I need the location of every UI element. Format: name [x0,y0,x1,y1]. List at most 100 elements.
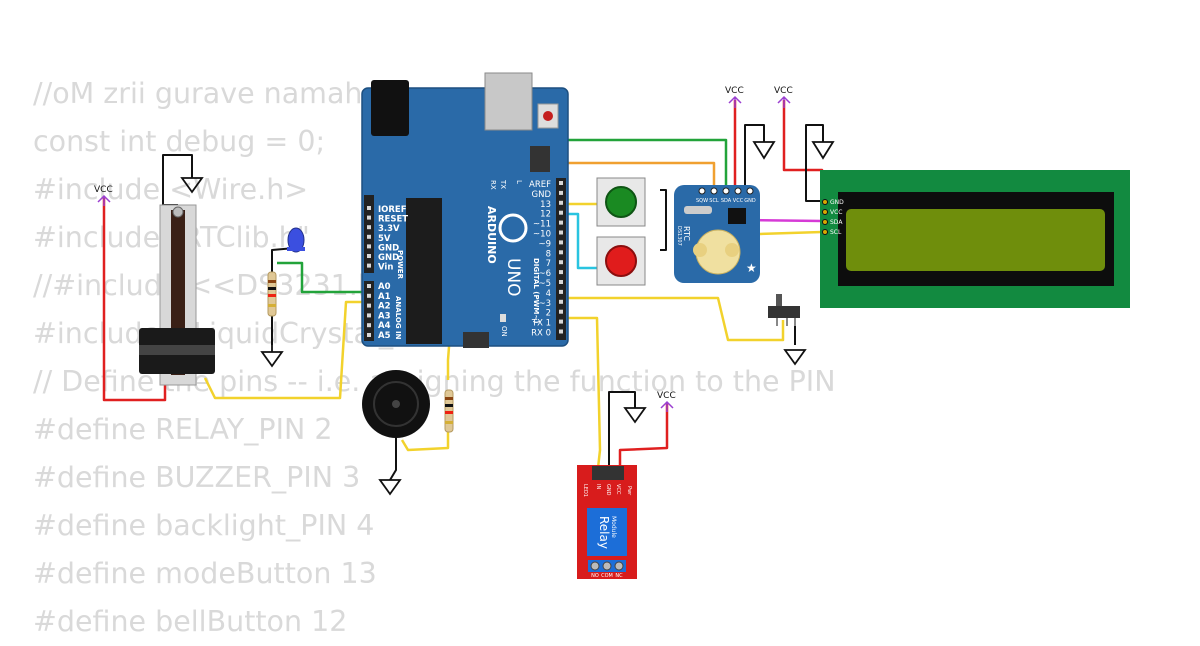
rtc-pin[interactable] [734,187,742,195]
arduino-uno-board[interactable]: ARDUINO UNO DIGITAL (PWM~) POWER ANALOG … [361,72,569,348]
power-header [364,195,374,273]
rtc-pin[interactable] [722,187,730,195]
relay-body [587,508,627,556]
blue-led[interactable] [287,227,305,253]
mode-button-cap [605,186,637,218]
relay-terminal-label: NC [615,573,623,579]
lcd-pin-label: SDA [830,219,843,226]
code-line: //#include <<DS3231.h> [33,269,400,302]
wire-green-pot [277,261,378,294]
bell-button[interactable] [596,236,646,286]
digital-pin[interactable] [559,220,563,225]
analog-pin[interactable] [367,303,371,308]
digital-header [556,178,566,340]
rtc-pin[interactable] [698,187,706,195]
mode-button[interactable] [596,177,646,227]
power-pin-label: RESET [378,215,408,225]
digital-pin-label: TX 1 [531,319,551,329]
power-pin[interactable] [367,215,371,220]
digital-pin[interactable] [559,200,563,205]
lcd-pin[interactable] [822,229,828,235]
relay-pin-header [592,466,624,480]
power-pin[interactable] [367,206,371,210]
power-pin-label: GND [378,253,399,263]
pot-screw-icon [172,206,184,218]
relay-power-label: Pwr [626,486,632,496]
lcd-pin[interactable] [822,219,828,225]
wire-orange-rtc [555,161,716,190]
wires [102,100,824,481]
analog-pin[interactable] [367,293,371,298]
power-pin-label: 3.3V [378,224,400,234]
digital-pin-label: ~6 [538,269,551,279]
power-pin-label: Vin [378,263,393,273]
rtc-pin-label: SQW [696,198,708,204]
icsp-header [530,146,550,172]
svg-text:VCC: VCC [774,86,793,96]
digital-pin[interactable] [559,319,563,324]
relay-title: Relay [597,516,611,549]
digital-pin-label: 12 [540,210,551,220]
vcc-rtc: VCC [725,86,744,108]
vcc-symbols: VCC VCC VCC VCC [94,86,793,412]
power-pin[interactable] [367,254,371,258]
digital-pin[interactable] [559,250,563,255]
digital-pin-label: 13 [540,200,551,210]
slide-potentiometer[interactable] [139,204,215,386]
digital-pin[interactable] [559,240,563,245]
digital-pin[interactable] [559,329,563,334]
analog-pin[interactable] [367,313,371,318]
on-label: ON [500,326,508,337]
rtc-pin[interactable] [710,187,718,195]
relay-screw-terminal[interactable] [602,561,612,571]
power-pin[interactable] [367,244,371,249]
buzzer[interactable] [362,370,430,438]
lcd-pin[interactable] [822,209,828,215]
digital-pin[interactable] [559,230,563,235]
power-pin-label: 5V [378,234,391,244]
relay-subtitle: Module [610,516,617,538]
power-pin[interactable] [367,234,371,239]
rtc-pin[interactable] [746,187,754,195]
arduino-model: UNO [503,258,523,297]
led-lens [287,227,305,253]
digital-pin[interactable] [559,210,563,215]
analog-pin[interactable] [367,284,371,288]
digital-pin[interactable] [559,260,563,265]
digital-pin[interactable] [559,289,563,294]
relay-screw-terminal[interactable] [590,561,600,571]
power-pin[interactable] [367,225,371,230]
bell-button-cap [605,245,637,277]
analog-pin[interactable] [367,333,371,337]
relay-screw-terminal[interactable] [614,561,624,571]
digital-pin[interactable] [559,270,563,275]
digital-pin[interactable] [559,309,563,314]
digital-pin[interactable] [559,190,563,195]
ground-icon [260,345,284,368]
digital-pin[interactable] [559,280,563,284]
code-line: #define RELAY_PIN 2 [33,413,333,446]
ground-icon [811,141,835,160]
relay-led1-label: LED1 [582,484,588,497]
lcd-pin[interactable] [822,199,828,205]
star-icon: ★ [746,261,757,275]
wire-yellow-relay [555,316,602,469]
analog-label: ANALOG IN [394,296,402,340]
rtc-battery [693,243,707,257]
circuit-diagram: ARDUINO UNO DIGITAL (PWM~) POWER ANALOG … [94,72,1130,579]
digital-pin[interactable] [559,181,563,185]
ground-icon [783,349,807,366]
analog-pin[interactable] [367,323,371,328]
digital-pin[interactable] [559,299,563,304]
power-pin[interactable] [367,263,371,268]
rx-label: RX [489,180,497,190]
atmega-chip [406,198,442,344]
slide-switch[interactable] [768,294,800,326]
